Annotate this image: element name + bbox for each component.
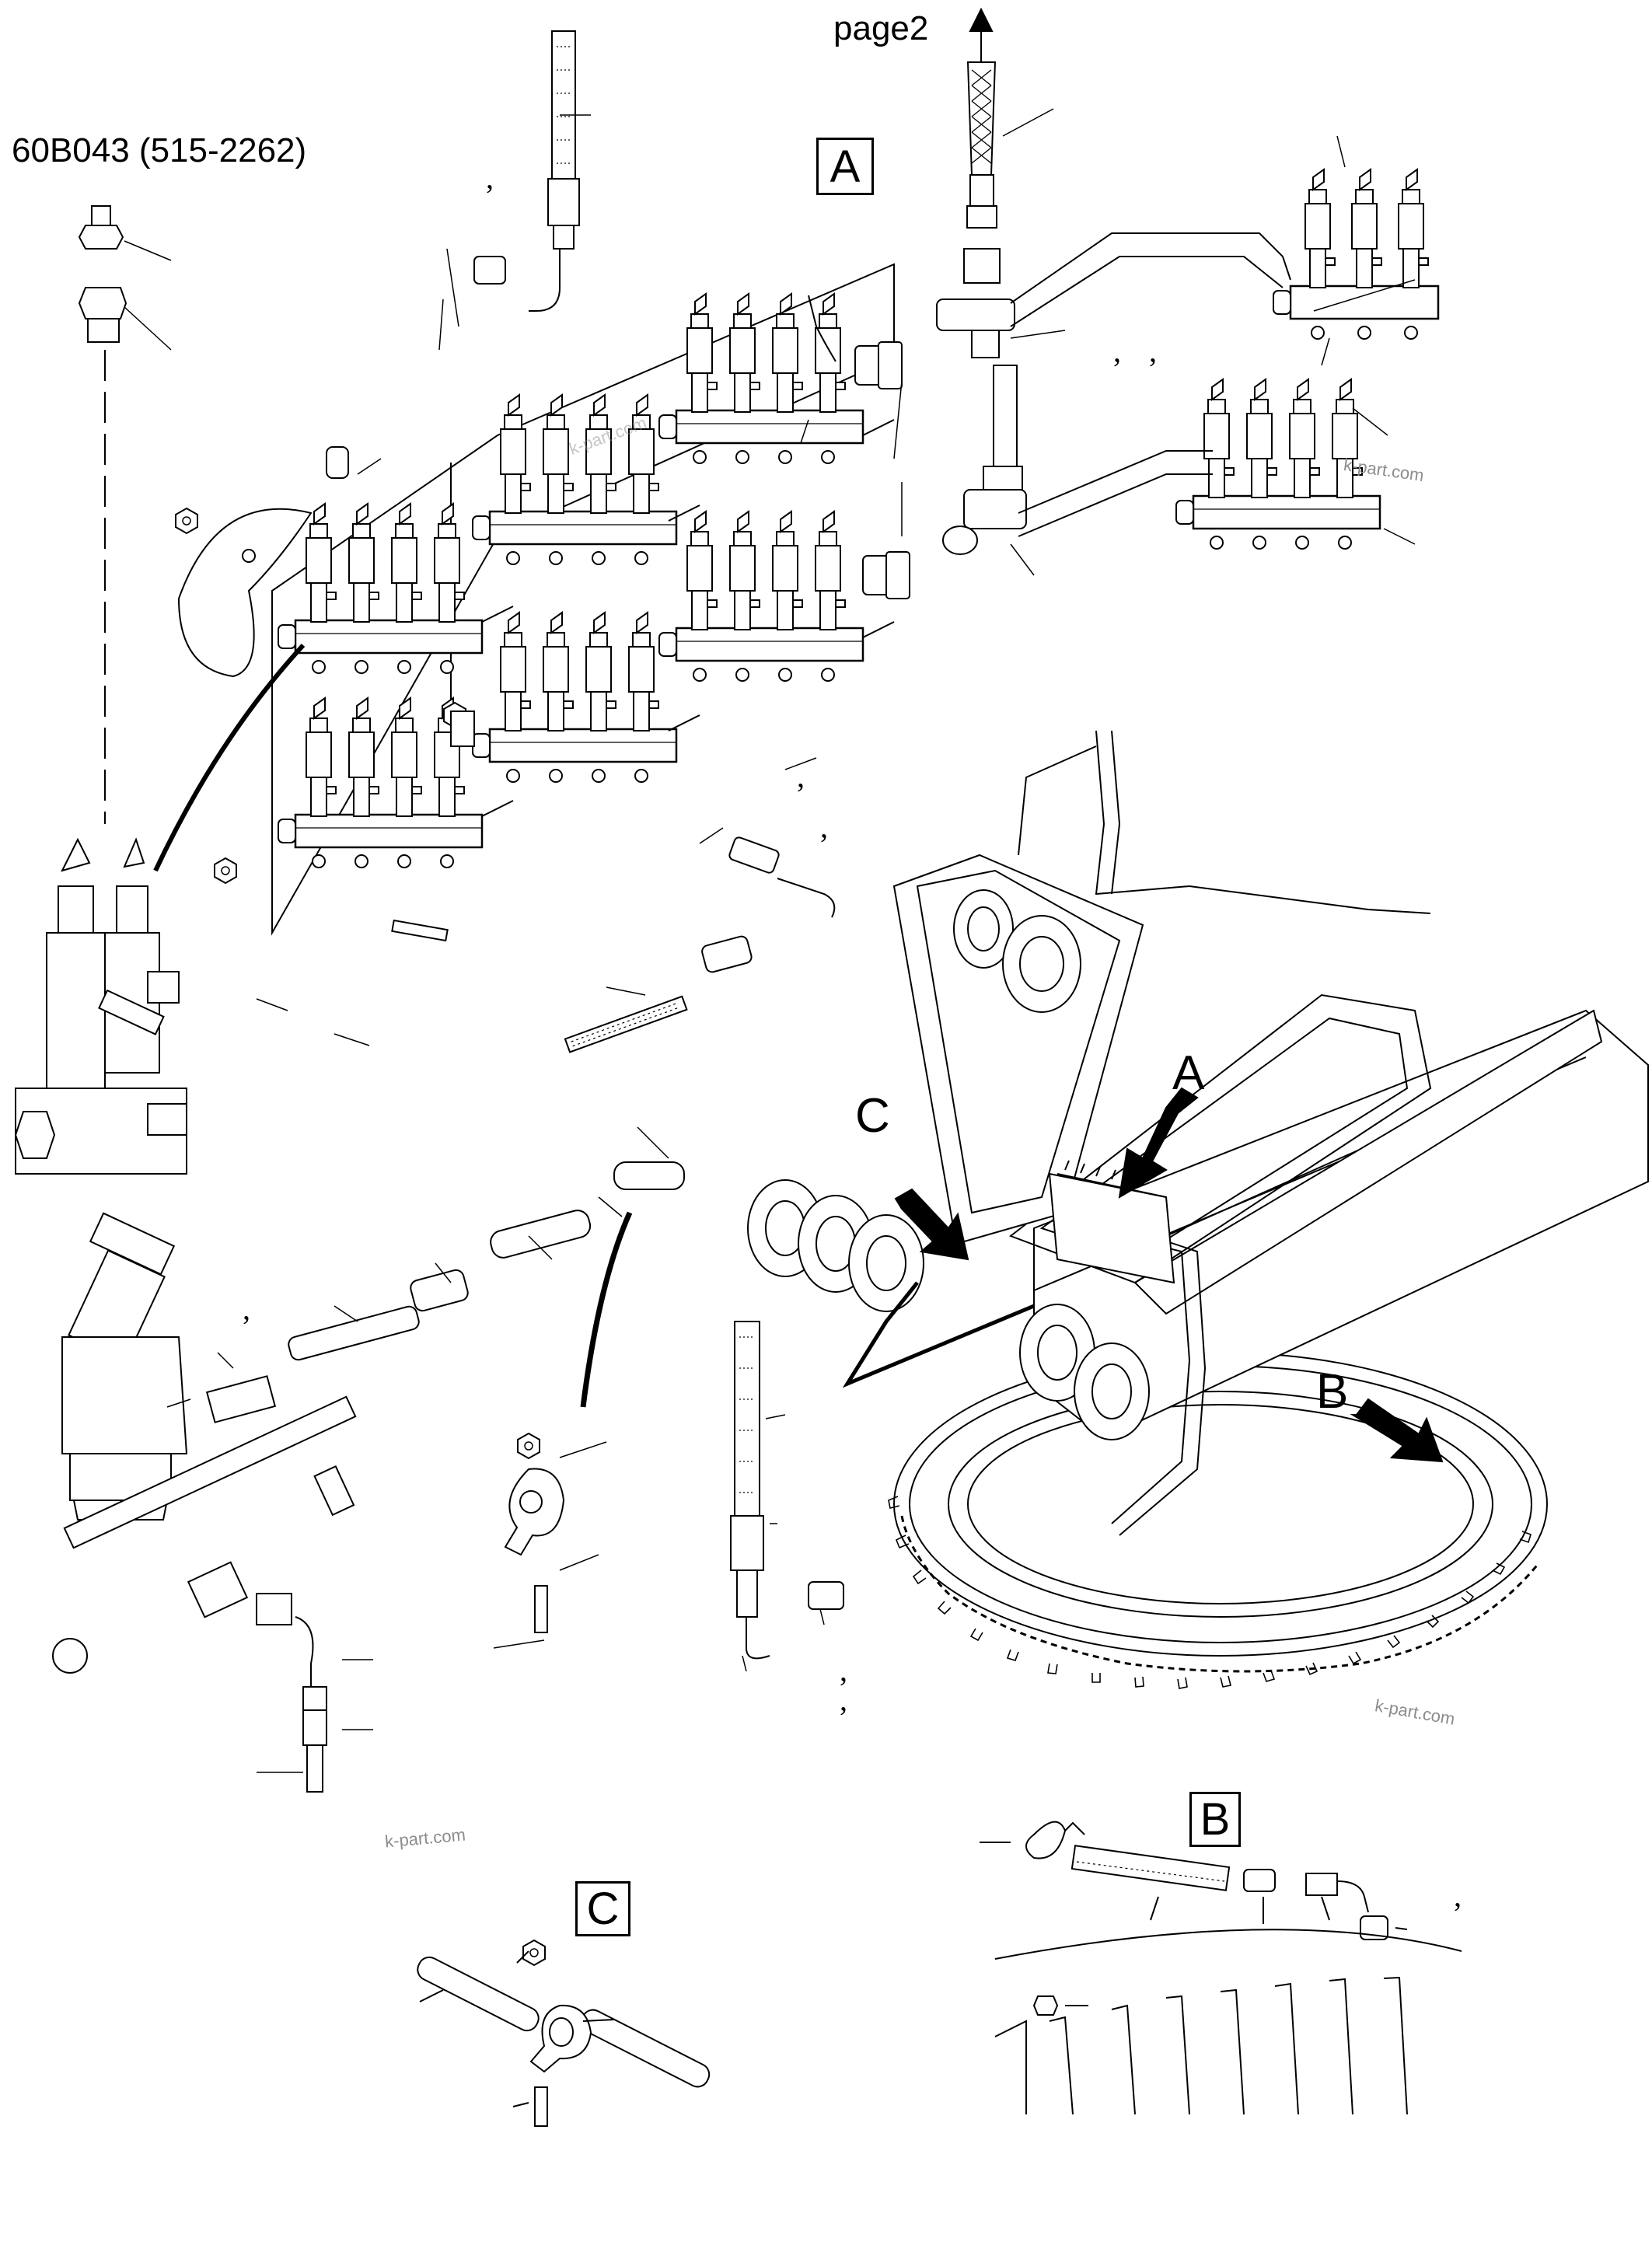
pump-unit [14,837,187,1175]
detail-c-clamp [417,1940,711,2127]
top-hose-assembly [936,7,1027,555]
right-distributor-blocks [1010,169,1438,549]
separator: , [486,160,494,195]
view-a-label: A [816,138,874,195]
arrow-b-label: B [1316,1365,1349,1419]
separator: , [820,809,828,844]
arrow-c-label: C [855,1089,890,1143]
separator: , [840,1682,847,1717]
page-ref-label: page2 [833,9,929,47]
separator: , [1113,333,1121,368]
separator: , [797,759,805,794]
detail-a-assembly [271,263,895,936]
fittings-a-right [854,341,910,599]
view-b-text: B [1200,1794,1231,1845]
middle-hose-assembly [205,1161,685,1423]
arrow-a-label: A [1172,1046,1205,1100]
view-c-text: C [586,1884,620,1934]
separator: , [243,1291,250,1326]
upper-left-hose [473,30,580,312]
callout-arrows [894,1087,1444,1463]
leader-pump [153,643,306,872]
part-number-fittings [78,205,127,824]
motor-unit [61,1212,188,1521]
view-c-label: C [575,1881,630,1936]
clamp-middle [504,1433,565,1633]
machine-body [747,730,1649,1673]
screws-middle [391,711,836,1053]
separator: , [1149,333,1157,368]
vertical-hose-middle [730,1321,844,1660]
ring-gear-teeth [888,1496,1532,1689]
view-b-label: B [1189,1792,1241,1847]
separator: , [840,1653,847,1688]
view-a-text: A [829,141,861,192]
part-number-label: 60B043 (515-2262) [12,131,307,169]
separator: , [1454,1878,1462,1913]
leader-lines [124,108,1416,1773]
mount-plate [175,446,466,884]
lower-left-tee-assembly [52,1395,357,1793]
detail-b-fittings [980,1821,1462,2115]
